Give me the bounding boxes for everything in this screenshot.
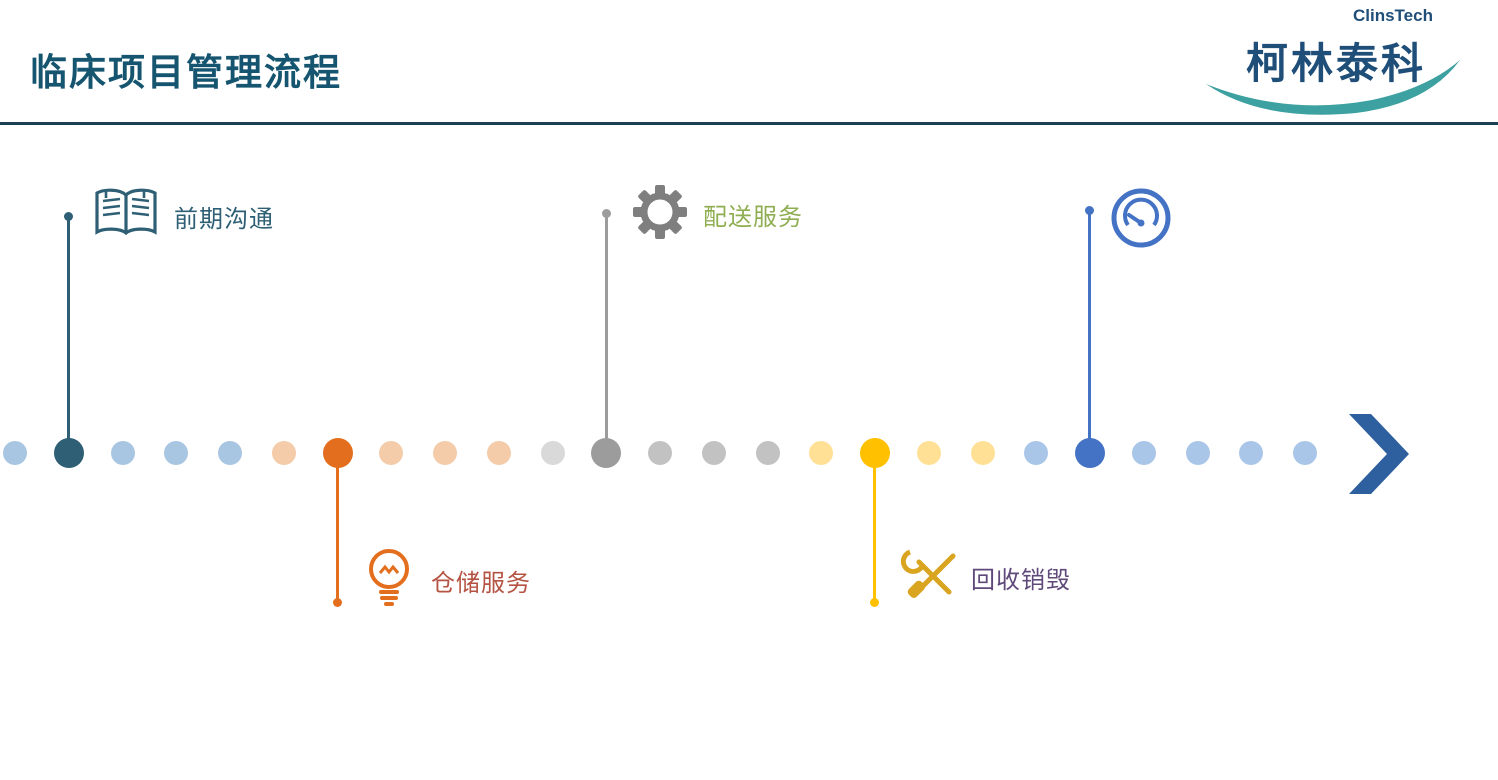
milestone-line — [336, 453, 339, 603]
logo-swoosh-icon — [1204, 56, 1468, 118]
flow-arrow-icon — [1347, 414, 1413, 494]
milestone-line — [873, 453, 876, 603]
milestone-end-dot — [1085, 206, 1094, 215]
page-title: 临床项目管理流程 — [30, 52, 342, 93]
milestone-line — [67, 217, 70, 453]
lightbulb-icon — [360, 545, 418, 611]
timeline-dot — [1024, 441, 1049, 465]
milestone-label: 配送服务 — [703, 204, 803, 231]
milestone-end-dot — [333, 598, 342, 607]
timeline-dot — [379, 441, 404, 465]
timeline-dot — [809, 441, 834, 465]
timeline-dot — [540, 441, 565, 465]
timeline-dot — [271, 441, 296, 465]
milestone-label: 回收销毁 — [971, 567, 1071, 594]
book-icon — [92, 186, 160, 240]
timeline-dot — [3, 441, 27, 465]
timeline-dot — [1239, 441, 1264, 465]
timeline-dot — [1131, 441, 1156, 465]
milestone-end-dot — [870, 598, 879, 607]
logo-text-en: ClinsTech — [1353, 6, 1433, 25]
milestone-line — [1088, 211, 1091, 453]
timeline-dot — [648, 441, 672, 465]
logo-text-zh: 柯林泰科 — [1245, 40, 1426, 87]
company-logo: ClinsTech 柯林泰科 — [1200, 4, 1472, 116]
timeline-dot — [1293, 441, 1317, 465]
milestone-end-dot — [64, 212, 73, 221]
tools-icon — [900, 548, 963, 600]
gauge-icon — [1108, 185, 1174, 251]
timeline-dot — [433, 441, 457, 465]
timeline-dot — [755, 441, 780, 465]
header-divider — [0, 122, 1498, 125]
timeline-dot — [970, 441, 995, 465]
timeline-dot — [916, 441, 941, 465]
milestone-end-dot — [602, 209, 611, 218]
gear-icon — [629, 181, 691, 243]
timeline-dot — [218, 441, 242, 465]
milestone-label: 前期沟通 — [174, 206, 274, 233]
timeline-dot — [164, 441, 189, 465]
timeline-dot — [1185, 441, 1210, 465]
timeline-dot — [701, 441, 726, 465]
milestone-line — [605, 214, 608, 453]
milestone-label: 仓储服务 — [431, 570, 531, 597]
timeline-dot — [486, 441, 511, 465]
timeline-dot — [110, 441, 135, 465]
